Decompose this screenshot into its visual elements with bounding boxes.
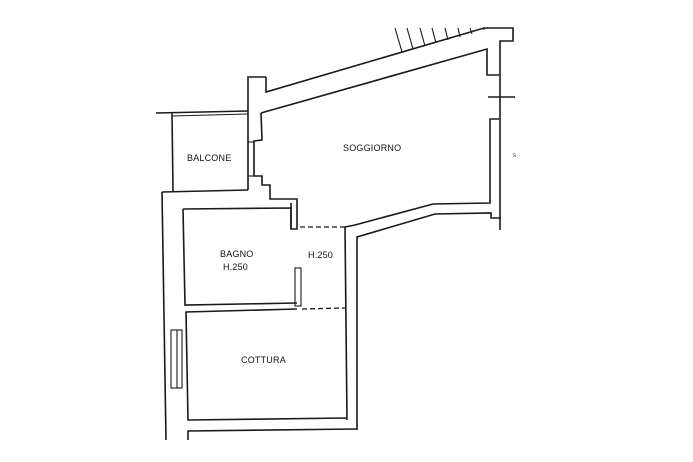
opening-cottura xyxy=(301,307,346,310)
balcone-label: BALCONE xyxy=(187,153,231,163)
balcone-railing xyxy=(171,113,249,117)
bagno-wall xyxy=(182,207,298,306)
corridor-wall xyxy=(344,226,348,421)
soggiorno-right-wall xyxy=(354,118,499,226)
soggiorno-inner-wall xyxy=(260,47,499,114)
edge-mark: s xyxy=(513,153,516,159)
bottom-wall xyxy=(187,428,358,440)
cottura-label: COTTURA xyxy=(241,355,286,365)
disimpegno-height-label: H.250 xyxy=(308,250,333,260)
bagno-label: BAGNO xyxy=(220,249,254,259)
left-outer-wall xyxy=(161,191,167,441)
pillar-left xyxy=(247,76,266,190)
pillar-right xyxy=(253,112,298,230)
soggiorno-label: SOGGIORNO xyxy=(343,143,401,153)
soggiorno-outer-wall xyxy=(265,27,514,230)
soggiorno-right-outer xyxy=(356,212,501,430)
bagno-height-label: H.250 xyxy=(223,262,248,272)
balcone-door xyxy=(247,141,255,177)
stair-hatch xyxy=(394,27,485,53)
bagno-door xyxy=(294,267,302,307)
balcone-wall xyxy=(155,110,249,193)
cottura-wall xyxy=(185,308,348,421)
